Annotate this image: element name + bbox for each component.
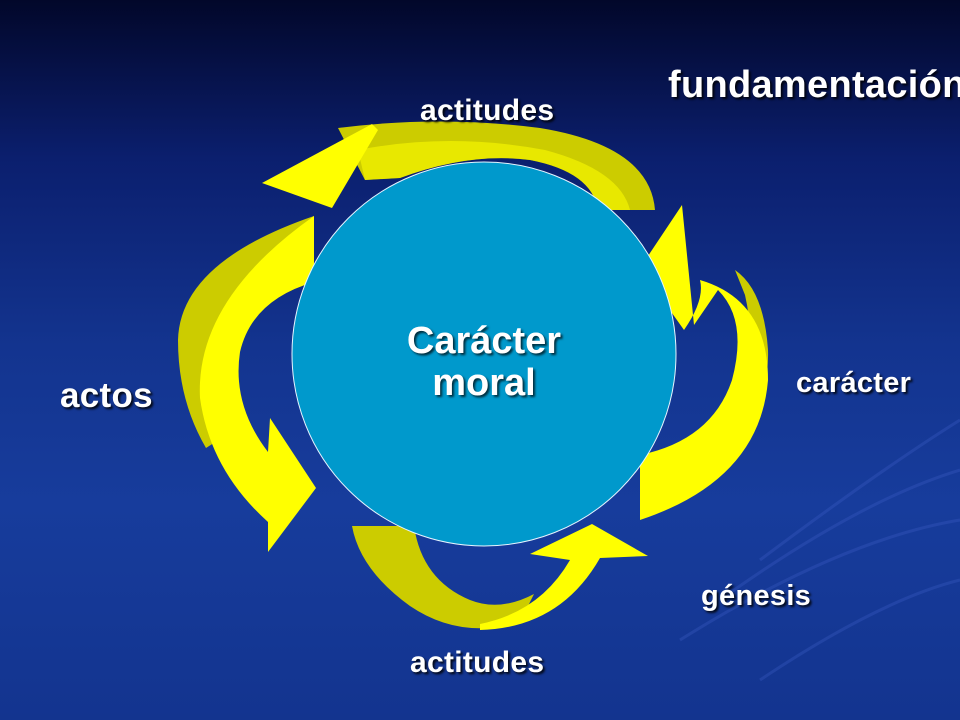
center-circle <box>291 161 677 547</box>
bottom-arrow-body <box>480 524 648 630</box>
label-genesis: génesis <box>701 580 812 612</box>
label-fundamentacion: fundamentación <box>668 64 960 106</box>
left-arrow <box>178 216 316 552</box>
right-arrow-body <box>640 205 768 520</box>
top-arrow <box>262 121 655 210</box>
bottom-arrow <box>352 524 648 630</box>
label-actitudes-bottom: actitudes <box>410 646 545 679</box>
left-arrow-body <box>199 216 316 552</box>
bottom-arrow-shadow <box>352 526 534 629</box>
top-arrow-highlight <box>358 141 630 210</box>
center-label-line1: Carácter <box>406 320 562 362</box>
background-swooshes <box>679 418 960 682</box>
right-arrow <box>640 205 769 520</box>
label-actitudes-top: actitudes <box>420 94 555 127</box>
label-actos: actos <box>60 376 153 415</box>
label-caracter: carácter <box>796 367 912 399</box>
top-arrow-head <box>262 124 378 208</box>
center-label: Carácter moral <box>344 320 624 404</box>
center-label-line2: moral <box>432 362 536 404</box>
